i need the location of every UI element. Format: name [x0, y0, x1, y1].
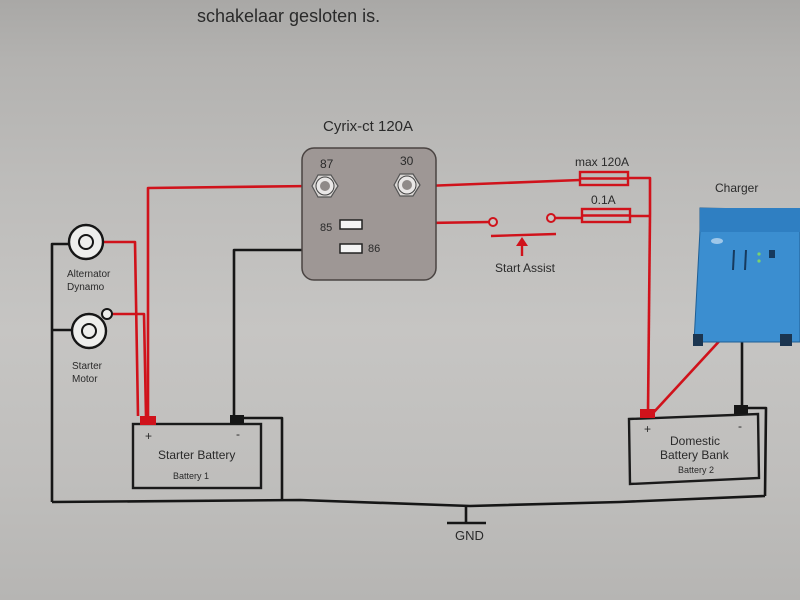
alternator-icon	[67, 223, 105, 261]
alternator: Alternator Dynamo	[67, 223, 111, 293]
ground-bus	[51, 494, 766, 508]
starter-battery-plus-terminal	[140, 416, 156, 425]
negative-wires	[50, 242, 768, 525]
terminal-86-tab	[339, 243, 363, 254]
small-fuse: 0.1A	[580, 193, 632, 224]
alternator-label-2: Dynamo	[67, 282, 105, 293]
starter-motor-positive-wire	[112, 312, 148, 417]
starter-battery-body	[131, 422, 263, 490]
charger: Charger	[693, 181, 800, 346]
starter-motor: Starter Motor	[70, 308, 113, 385]
header-text: schakelaar gesloten is.	[197, 6, 380, 26]
terminal-30-label: 30	[400, 154, 414, 168]
alternator-label-1: Alternator	[67, 269, 111, 280]
terminal-85-tab	[339, 219, 363, 230]
relay-87-wire	[146, 184, 313, 416]
alternator-positive-wire	[104, 240, 140, 417]
terminal-87-label: 87	[320, 157, 334, 171]
switch-arrow-icon	[516, 237, 528, 246]
terminal-85-label: 85	[320, 222, 332, 234]
domestic-battery-name-1: Domestic	[670, 434, 720, 448]
starter-battery-minus-sign: -	[236, 427, 240, 441]
charger-positive-wire	[653, 335, 725, 413]
terminal-87-stud	[311, 174, 339, 198]
terminal-86-label: 86	[368, 243, 380, 255]
small-fuse-label: 0.1A	[591, 193, 616, 207]
relay-title: Cyrix-ct 120A	[323, 118, 413, 135]
cyrix-relay[interactable]: Cyrix-ct 120A 87 30 85 86	[301, 118, 437, 281]
domestic-battery-minus-terminal	[734, 405, 748, 414]
starter-battery: + - Starter Battery Battery 1	[131, 415, 263, 490]
terminal-30-stud	[393, 173, 421, 197]
starter-motor-label-2: Motor	[72, 374, 98, 385]
main-fuse-out-wire	[628, 176, 652, 214]
starter-motor-icon	[70, 312, 108, 350]
gnd-label: GND	[455, 528, 484, 543]
relay-30-wire	[424, 178, 581, 188]
starter-battery-plus-sign: +	[145, 429, 152, 443]
domestic-battery-body	[627, 412, 761, 486]
starter-battery-sub: Battery 1	[173, 471, 209, 481]
switch-label: Start Assist	[495, 261, 556, 275]
starter-solenoid-terminal	[101, 308, 113, 320]
domestic-battery-plus-terminal	[640, 409, 655, 418]
domestic-battery-name-2: Battery Bank	[660, 448, 730, 462]
domestic-battery-minus-sign: -	[738, 419, 742, 433]
domestic-positive-bus	[646, 213, 652, 413]
domestic-battery-sub: Battery 2	[678, 465, 714, 475]
start-assist-switch[interactable]: Start Assist	[488, 213, 557, 275]
starter-battery-name: Starter Battery	[158, 448, 235, 462]
switch-contact-left	[488, 217, 498, 227]
domestic-battery-plus-sign: +	[644, 422, 651, 436]
main-fuse: max 120A	[575, 155, 630, 187]
charger-logo-icon	[711, 238, 723, 244]
starter-motor-label-1: Starter	[72, 361, 103, 372]
starter-battery-negative-wire	[240, 416, 284, 500]
starter-battery-minus-terminal	[230, 415, 244, 424]
switch-bar	[490, 232, 557, 238]
switch-contact-right	[546, 213, 556, 223]
domestic-battery-negative-wire	[742, 406, 768, 497]
domestic-battery-bank: + - Domestic Battery Bank Battery 2	[627, 405, 761, 486]
alternator-ground-wire	[50, 242, 72, 502]
main-fuse-label: max 120A	[575, 155, 629, 169]
charger-label: Charger	[715, 181, 758, 195]
